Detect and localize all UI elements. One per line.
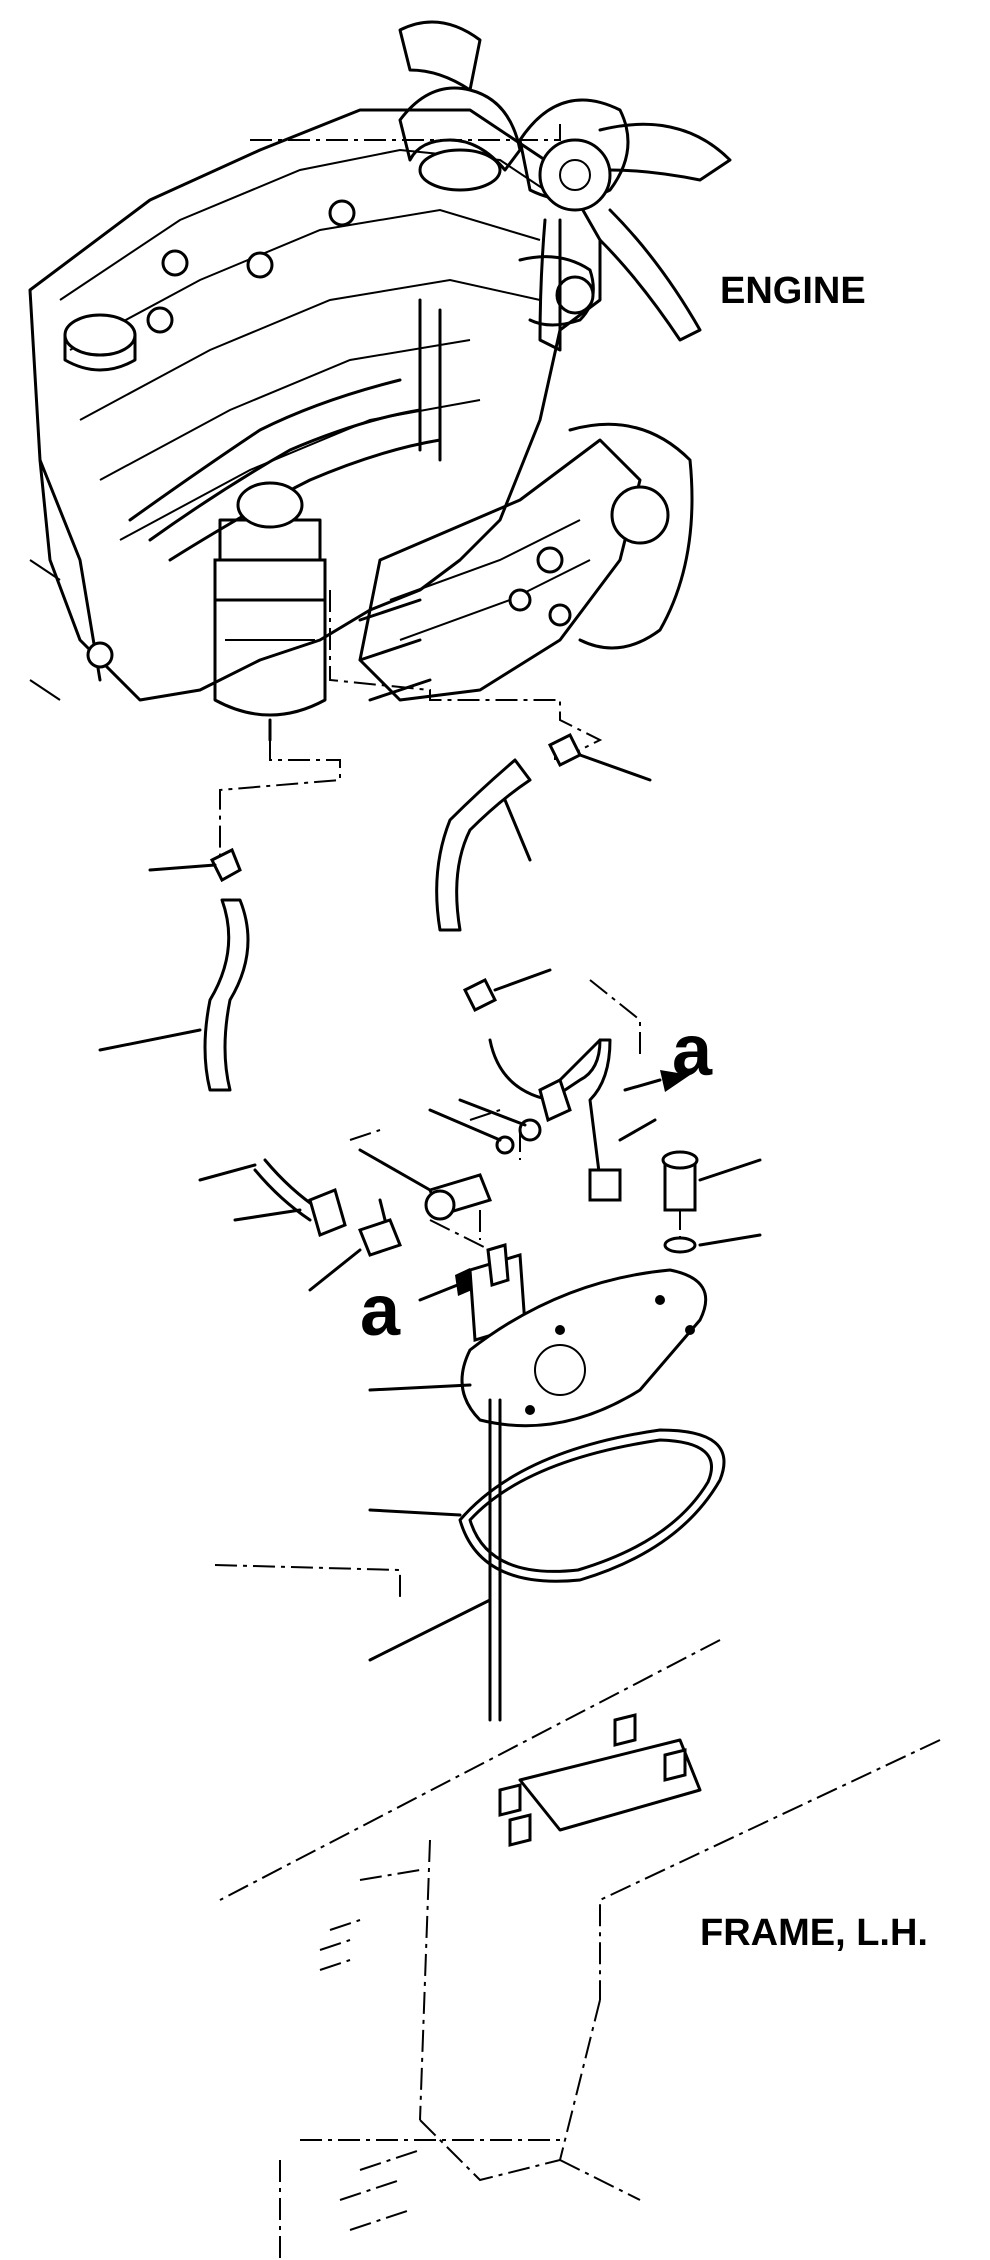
right-bolt-and-washer	[661, 1150, 762, 1254]
fan	[398, 20, 732, 352]
frame-lh	[219, 1639, 941, 2260]
right-fuel-hose	[435, 732, 652, 1013]
banjo-bolt	[358, 1148, 493, 1221]
injection-pump	[358, 422, 694, 702]
left-fuel-hose	[98, 847, 250, 1092]
washers	[428, 1098, 542, 1155]
sender-rod	[368, 1398, 502, 1722]
mounting-plate	[368, 1268, 708, 1428]
connection-label-a-bottom: a	[360, 1271, 401, 1351]
engine-assembly	[28, 20, 732, 742]
fuel-pipe-left	[198, 1158, 402, 1292]
frame-lh-label: FRAME, L.H.	[700, 1912, 928, 1954]
connection-label-a-top: a	[672, 1011, 713, 1091]
fuel-pipe-right	[488, 1038, 690, 1202]
engine-label: ENGINE	[720, 270, 866, 312]
fuel-filter	[213, 481, 327, 742]
gasket	[368, 1428, 726, 1583]
